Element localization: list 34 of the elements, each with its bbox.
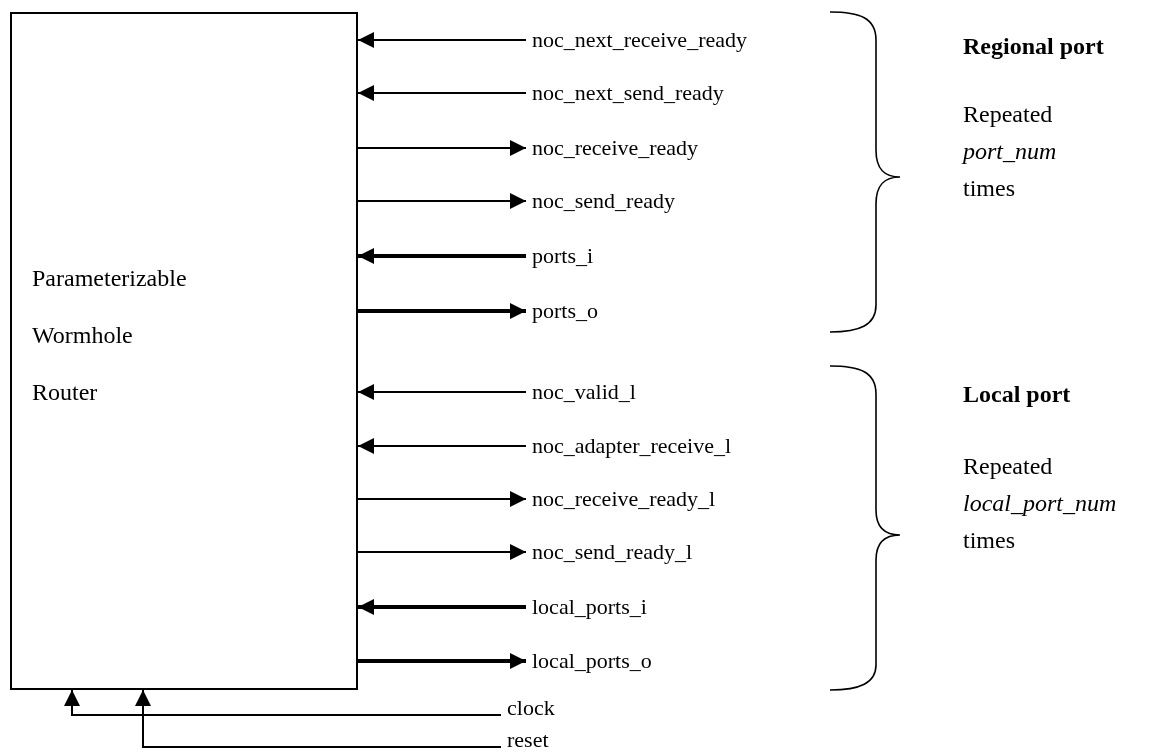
arrow: [358, 248, 526, 264]
arrow: [357, 193, 527, 209]
signal-label: noc_send_ready: [530, 186, 677, 216]
router-box: [10, 12, 358, 690]
repeat-note: Repeated port_num times: [963, 100, 1058, 203]
signal-label: noc_valid_l: [530, 377, 638, 407]
signal-label: local_ports_o: [530, 646, 654, 676]
arrow: [64, 689, 502, 716]
arrow: [357, 438, 527, 454]
signal-label: noc_next_receive_ready: [530, 25, 749, 55]
signal-label: noc_next_send_ready: [530, 78, 726, 108]
signal-label: noc_receive_ready: [530, 133, 701, 163]
arrow: [357, 85, 527, 101]
group-heading: Regional port: [963, 32, 1105, 61]
signal-label: reset: [505, 725, 551, 753]
arrow: [358, 599, 526, 615]
arrow: [135, 689, 502, 748]
signal-label: local_ports_i: [530, 592, 649, 622]
arrow: [357, 384, 527, 400]
signal-label: noc_adapter_receive_l: [530, 431, 734, 461]
signal-label: clock: [505, 693, 557, 723]
arrow: [357, 140, 527, 156]
group-heading: Local port: [963, 380, 1072, 409]
signal-label: ports_o: [530, 296, 600, 326]
signal-label: noc_receive_ready_l: [530, 484, 718, 514]
arrow: [357, 491, 527, 507]
signal-label: ports_i: [530, 241, 596, 271]
signal-label: noc_send_ready_l: [530, 537, 695, 567]
repeat-note: Repeated local_port_num times: [963, 452, 1113, 555]
arrow: [358, 653, 526, 669]
arrow: [357, 544, 527, 560]
arrow: [358, 303, 526, 319]
router-label: Parameterizable Wormhole Router: [32, 264, 188, 407]
arrow: [357, 32, 527, 48]
